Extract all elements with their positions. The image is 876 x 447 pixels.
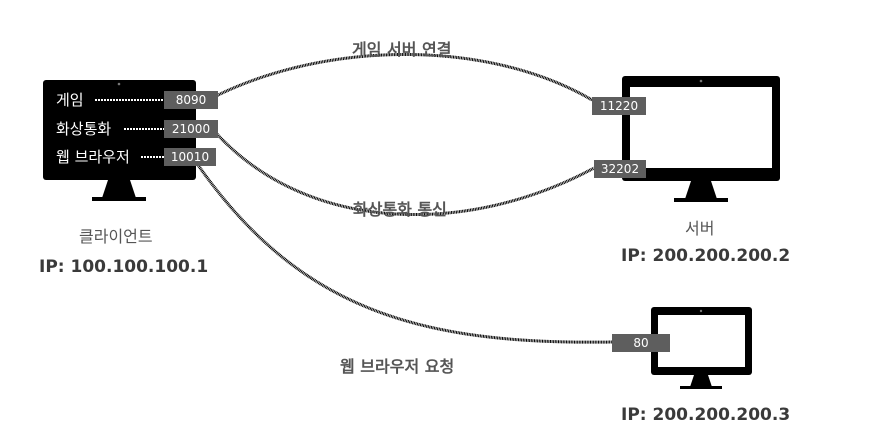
web-server-port: 80: [612, 334, 670, 352]
video-connection-label: 화상통화 통신: [353, 200, 447, 219]
server-monitor: [622, 76, 780, 202]
client-port-video-call: 21000: [164, 120, 218, 138]
server-ip: IP: 200.200.200.2: [621, 246, 791, 266]
server-port-game: 11220: [592, 97, 646, 115]
game-connection-line: [215, 53, 593, 102]
web-server-monitor: [651, 307, 752, 389]
client-port-web-browser: 10010: [164, 148, 216, 166]
game-connection-label: 게임 서버 연결: [352, 40, 452, 59]
client-ip: IP: 100.100.100.1: [39, 257, 209, 277]
web-connection-label: 웹 브라우저 요청: [340, 357, 455, 376]
server-port-video-call: 32202: [594, 160, 646, 178]
client-app-web-browser: 웹 브라우저: [55, 148, 131, 166]
server-name: 서버: [685, 219, 715, 238]
web-server-ip: IP: 200.200.200.3: [621, 405, 791, 425]
video-connection-line: [214, 131, 595, 216]
client-app-game: 게임: [55, 91, 85, 109]
client-port-game: 8090: [164, 91, 218, 109]
web-connection-line: [196, 164, 613, 344]
client-name: 클라이언트: [79, 227, 153, 246]
client-app-video-call: 화상통화: [55, 120, 113, 138]
